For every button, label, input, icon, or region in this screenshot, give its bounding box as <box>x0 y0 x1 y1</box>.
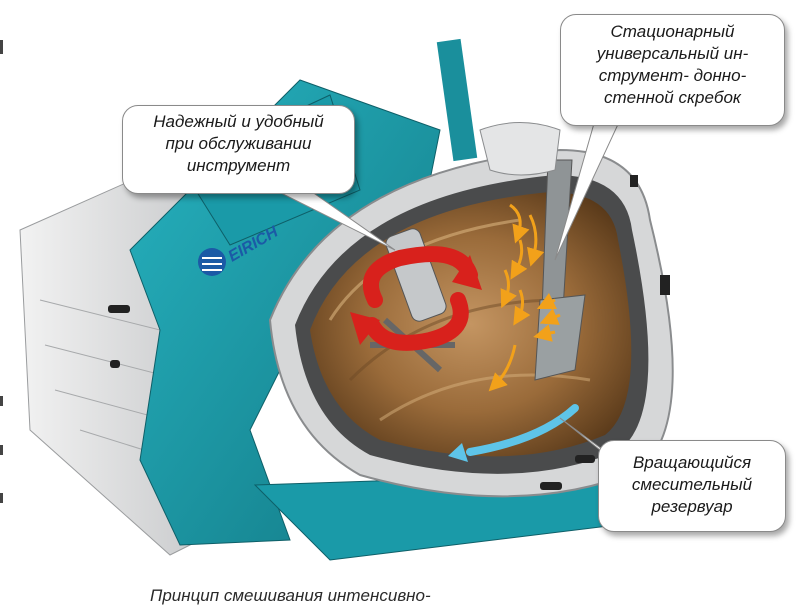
callout-vessel: Вращающийся смесительный резервуар <box>598 440 786 532</box>
callout-tool: Надежный и удобный при обслуживании инст… <box>122 105 355 194</box>
callout-scraper: Стационарный универсальный ин- струмент-… <box>560 14 785 126</box>
edge-mark <box>0 493 3 503</box>
figure-caption: Принцип смешивания интенсивно- <box>150 586 431 606</box>
edge-mark <box>0 40 3 54</box>
edge-mark <box>0 396 3 406</box>
edge-mark <box>0 445 3 455</box>
